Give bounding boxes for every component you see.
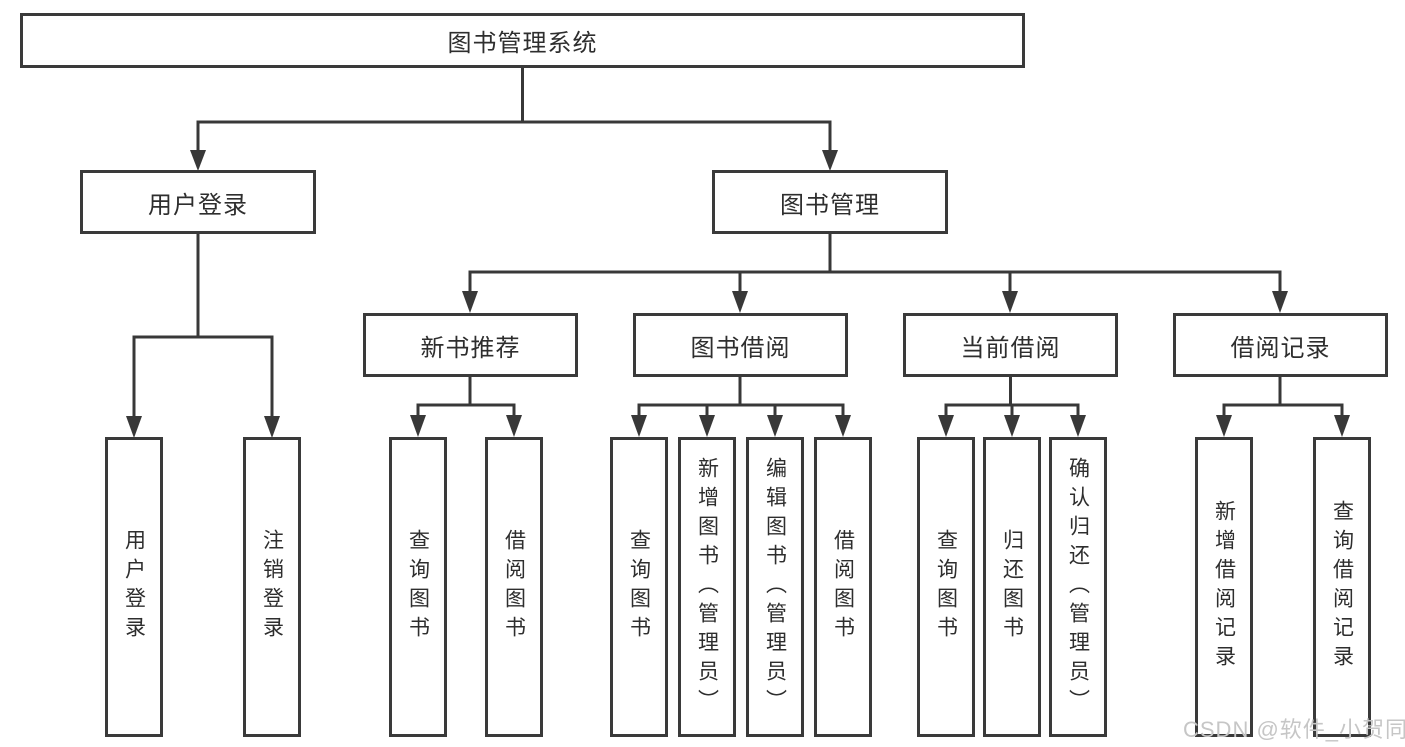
node-label: 用户登录 xyxy=(148,191,248,219)
node-new-book-recommend: 新书推荐 xyxy=(363,313,578,377)
leaf-label: 用户登录 xyxy=(122,529,146,645)
leaf-query-books-recommend: 查询图书 xyxy=(389,437,447,737)
leaf-label: 查询图书 xyxy=(406,529,430,645)
leaf-label: 新增借阅记录 xyxy=(1212,500,1236,674)
leaf-confirm-return-admin: 确认归还（管理员） xyxy=(1049,437,1107,737)
node-borrow-records: 借阅记录 xyxy=(1173,313,1388,377)
leaf-logout: 注销登录 xyxy=(243,437,301,737)
leaf-add-books-admin: 新增图书（管理员） xyxy=(678,437,736,737)
leaf-label: 查询借阅记录 xyxy=(1330,500,1354,674)
leaf-user-login: 用户登录 xyxy=(105,437,163,737)
node-label: 借阅记录 xyxy=(1230,334,1331,362)
leaf-label: 注销登录 xyxy=(260,529,284,645)
leaf-label: 借阅图书 xyxy=(502,529,526,645)
node-label: 当前借阅 xyxy=(960,334,1061,362)
node-label: 新书推荐 xyxy=(420,334,521,362)
leaf-edit-books-admin: 编辑图书（管理员） xyxy=(746,437,804,737)
leaf-borrow-books-recommend: 借阅图书 xyxy=(485,437,543,737)
leaf-label: 归还图书 xyxy=(1000,529,1024,645)
leaf-query-books-current: 查询图书 xyxy=(917,437,975,737)
leaf-label: 编辑图书（管理员） xyxy=(763,456,787,718)
leaf-label: 新增图书（管理员） xyxy=(695,456,719,718)
leaf-add-borrow-record: 新增借阅记录 xyxy=(1195,437,1253,737)
node-label: 图书借阅 xyxy=(690,334,791,362)
node-book-management: 图书管理 xyxy=(712,170,948,234)
node-book-borrow: 图书借阅 xyxy=(633,313,848,377)
leaf-query-books-borrow: 查询图书 xyxy=(610,437,668,737)
csdn-watermark: CSDN @软件_小贺同学 xyxy=(1183,717,1405,742)
leaf-borrow-books: 借阅图书 xyxy=(814,437,872,737)
node-label: 图书管理 xyxy=(780,191,880,219)
leaf-return-books: 归还图书 xyxy=(983,437,1041,737)
leaf-label: 借阅图书 xyxy=(831,529,855,645)
leaf-label: 确认归还（管理员） xyxy=(1066,456,1090,718)
leaf-query-borrow-record: 查询借阅记录 xyxy=(1313,437,1371,737)
node-current-borrow: 当前借阅 xyxy=(903,313,1118,377)
node-library-system: 图书管理系统 xyxy=(20,13,1025,68)
node-user-login: 用户登录 xyxy=(80,170,316,234)
node-label: 图书管理系统 xyxy=(447,30,598,57)
leaf-label: 查询图书 xyxy=(934,529,958,645)
leaf-label: 查询图书 xyxy=(627,529,651,645)
